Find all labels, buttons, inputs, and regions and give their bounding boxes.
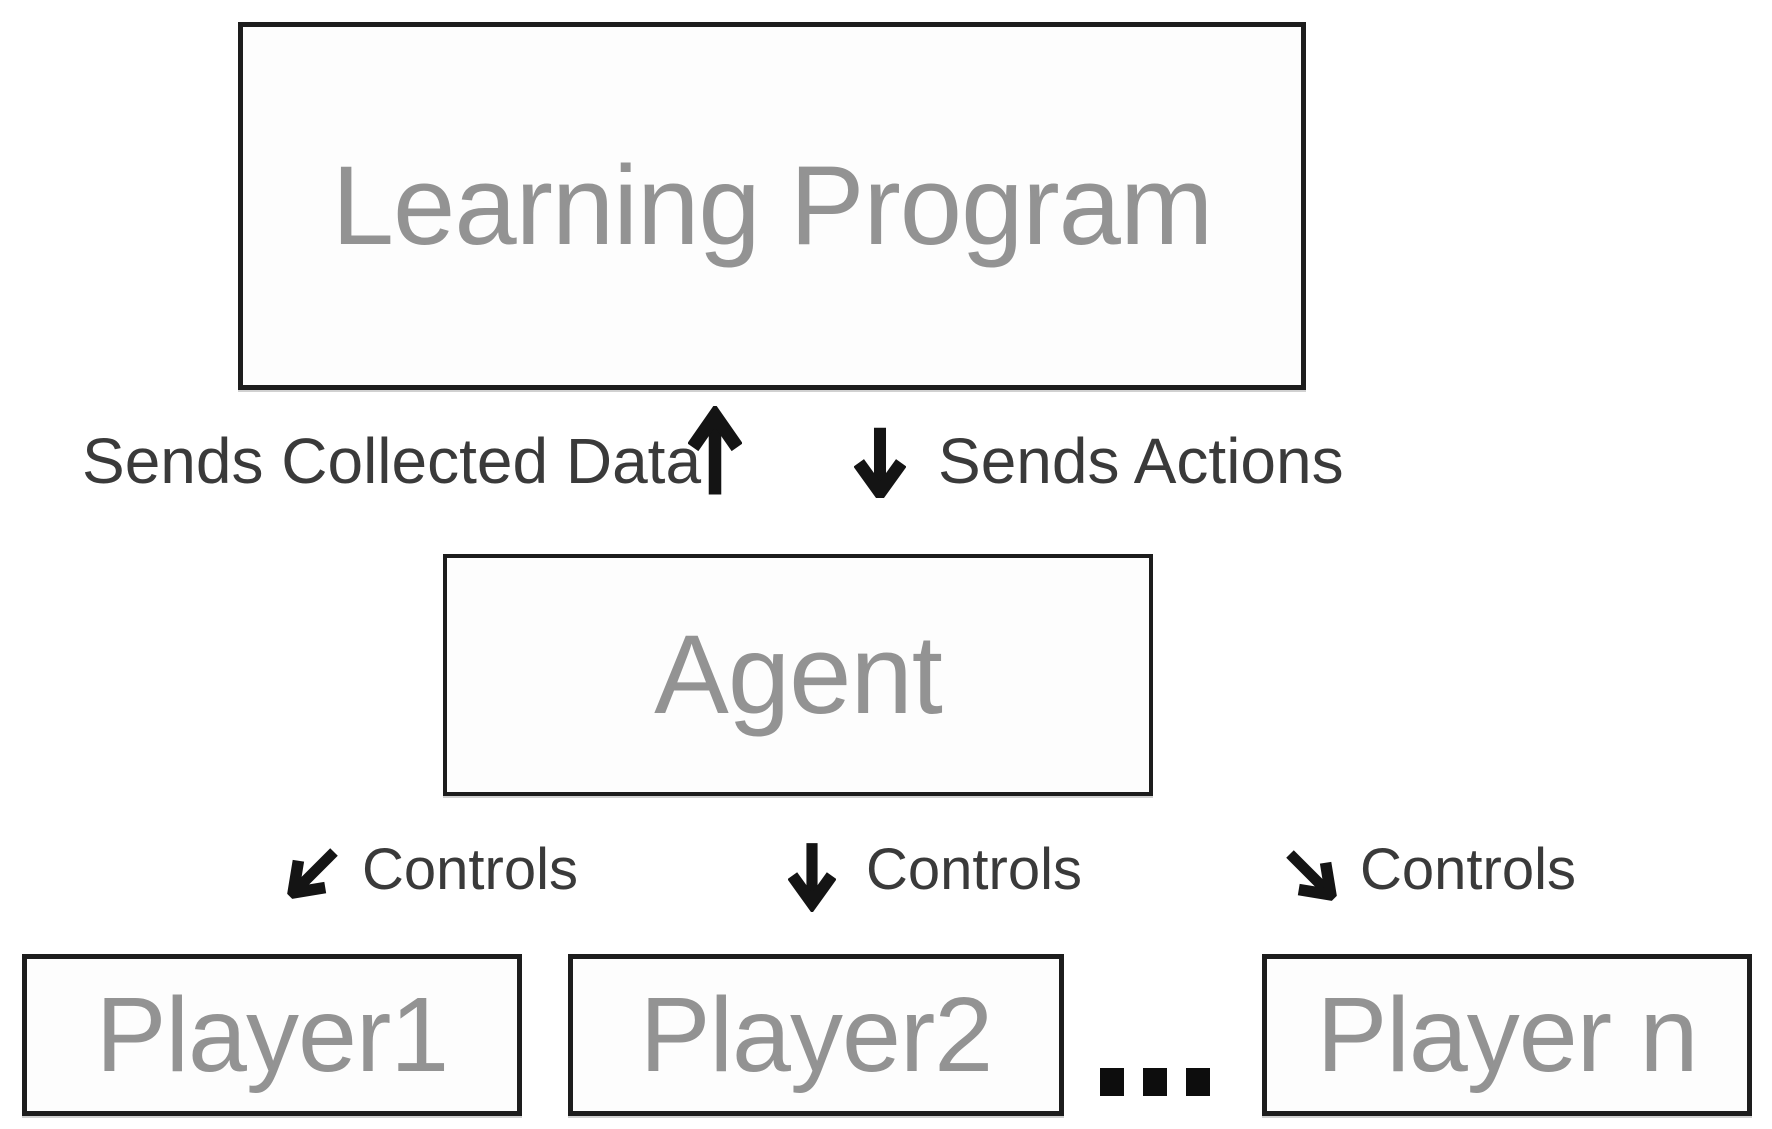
node-player2: Player2 xyxy=(568,954,1064,1116)
arrow-down-icon xyxy=(788,836,836,912)
node-agent-label: Agent xyxy=(654,612,943,737)
node-player1: Player1 xyxy=(22,954,522,1116)
node-agent: Agent xyxy=(443,554,1153,796)
ellipsis-dot xyxy=(1186,1068,1210,1096)
edge-label-controls-2: Controls xyxy=(866,837,1082,902)
node-player1-label: Player1 xyxy=(95,976,449,1094)
arrow-down-right-icon xyxy=(1278,842,1344,908)
node-player-n: Player n xyxy=(1262,954,1752,1116)
edge-label-sends-collected-data: Sends Collected Data xyxy=(82,425,702,497)
arrow-down-left-icon xyxy=(280,840,346,906)
node-player-n-label: Player n xyxy=(1316,976,1699,1094)
edge-label-controls-1: Controls xyxy=(362,837,578,902)
ellipsis-dots xyxy=(1100,1068,1210,1096)
node-learning-program: Learning Program xyxy=(238,22,1306,390)
node-player2-label: Player2 xyxy=(639,976,993,1094)
arrow-up-icon xyxy=(688,406,742,500)
arrow-down-icon xyxy=(854,424,906,498)
ellipsis-dot xyxy=(1143,1068,1167,1096)
ellipsis-dot xyxy=(1100,1068,1124,1096)
node-learning-program-label: Learning Program xyxy=(331,143,1213,268)
edge-label-sends-actions: Sends Actions xyxy=(938,425,1344,497)
edge-label-controls-3: Controls xyxy=(1360,837,1576,902)
